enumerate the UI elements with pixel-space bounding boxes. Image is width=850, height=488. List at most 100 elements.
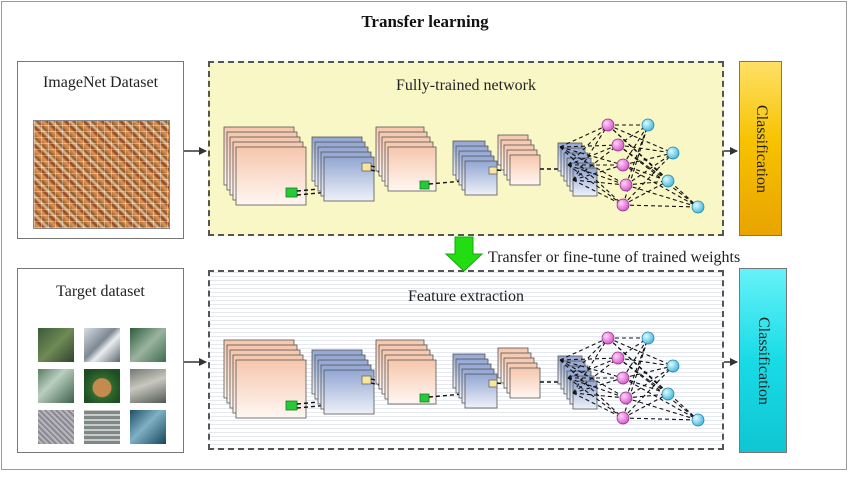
fc-connection: [572, 124, 609, 181]
fc-connection: [617, 144, 674, 154]
output-node-icon: [691, 413, 705, 427]
hidden-node-icon: [616, 371, 630, 385]
fc-connection: [567, 377, 627, 399]
target-thumb-6: [130, 369, 166, 403]
transfer-label: Transfer or fine-tune of trained weights: [488, 249, 741, 266]
fc-connection: [559, 144, 619, 148]
target-thumb-9: [130, 410, 166, 444]
fc-connection: [607, 337, 674, 367]
fc-connection: [622, 152, 674, 166]
kernel-icon: [361, 162, 372, 172]
network-graphic-bottom: [223, 331, 705, 427]
hidden-node-icon: [616, 411, 630, 425]
fc-connection: [572, 377, 624, 394]
fc-connection: [622, 365, 674, 419]
fc-connection: [572, 179, 627, 186]
conv-layer-3: [509, 367, 541, 399]
fc-connection: [572, 337, 609, 394]
hidden-node-icon: [616, 198, 630, 212]
fc-connection: [567, 377, 624, 419]
fc-connection: [572, 164, 624, 181]
fc-connection: [625, 152, 674, 186]
fc-connection: [572, 392, 624, 419]
fc-connection: [625, 124, 649, 186]
target-thumb-1: [38, 328, 74, 362]
target-dataset-box: Target dataset: [17, 268, 184, 453]
output-node-icon: [666, 146, 680, 160]
fc-connection: [567, 357, 619, 379]
fc-connection: [622, 152, 674, 206]
fc-connection: [622, 337, 649, 379]
fc-connection: [572, 392, 627, 399]
kernel-icon: [488, 379, 498, 388]
fc-connection: [559, 146, 624, 206]
fc-connection: [617, 357, 674, 367]
fc-connection: [607, 124, 669, 182]
fc-connection: [625, 365, 674, 399]
fc-connection: [567, 337, 609, 379]
target-thumb-3: [130, 328, 166, 362]
fc-connection: [567, 144, 619, 166]
fc-connection: [559, 359, 624, 379]
pool-layer-2: [464, 373, 498, 409]
kernel-icon: [285, 400, 298, 411]
fc-connection: [607, 124, 674, 154]
fc-connection: [622, 365, 674, 379]
network-graphic-top: [223, 118, 705, 214]
pool-layer-3: [572, 380, 598, 410]
fc-connection: [567, 164, 624, 206]
output-node-icon: [661, 174, 675, 188]
pool-layer-2: [464, 160, 498, 196]
fc-connection: [607, 124, 699, 208]
fc-connection: [622, 377, 669, 395]
target-dataset-label: Target dataset: [56, 283, 145, 300]
fc-connection: [622, 393, 669, 419]
target-thumb-5: [84, 369, 120, 403]
fc-connection: [559, 124, 609, 148]
kernel-icon: [361, 375, 372, 385]
classification-box-top: Classification: [739, 61, 782, 236]
fc-connection: [559, 359, 624, 419]
transfer-arrow-icon: [444, 236, 484, 272]
fc-connection: [559, 359, 627, 399]
hidden-node-icon: [619, 178, 633, 192]
connection-line: [428, 180, 464, 185]
imagenet-dataset-box: ImageNet Dataset: [17, 61, 184, 239]
fc-connection: [622, 377, 699, 421]
kernel-icon: [285, 187, 298, 198]
target-thumb-2: [84, 328, 120, 362]
hidden-node-icon: [611, 351, 625, 365]
fc-connection: [559, 357, 619, 361]
conv-layer-3: [509, 154, 541, 186]
fc-connection: [625, 180, 669, 186]
fc-connection: [567, 164, 627, 186]
fc-connection: [572, 144, 619, 181]
hidden-node-icon: [616, 158, 630, 172]
classification-box-bottom: Classification: [739, 268, 787, 453]
target-thumb-8: [84, 410, 120, 444]
output-node-icon: [641, 118, 655, 132]
target-thumb-7: [38, 410, 74, 444]
fc-connection: [625, 337, 649, 399]
pool-layer-3: [572, 167, 598, 197]
feature-extraction-label: Feature extraction: [408, 288, 524, 305]
hidden-node-icon: [619, 391, 633, 405]
connection-line: [428, 393, 464, 398]
fc-connection: [559, 337, 609, 361]
imagenet-mosaic-image: [33, 120, 170, 229]
fc-connection: [622, 204, 699, 208]
output-node-icon: [691, 200, 705, 214]
kernel-icon: [419, 180, 430, 190]
fc-connection: [622, 417, 699, 421]
fc-connection: [625, 397, 699, 421]
fc-connection: [559, 146, 627, 186]
hidden-node-icon: [601, 118, 615, 132]
fc-connection: [622, 124, 649, 166]
fc-connection: [622, 164, 699, 208]
kernel-icon: [419, 393, 430, 403]
output-node-icon: [661, 387, 675, 401]
fc-connection: [567, 124, 609, 166]
fc-connection: [607, 337, 699, 421]
fc-connection: [625, 184, 699, 208]
